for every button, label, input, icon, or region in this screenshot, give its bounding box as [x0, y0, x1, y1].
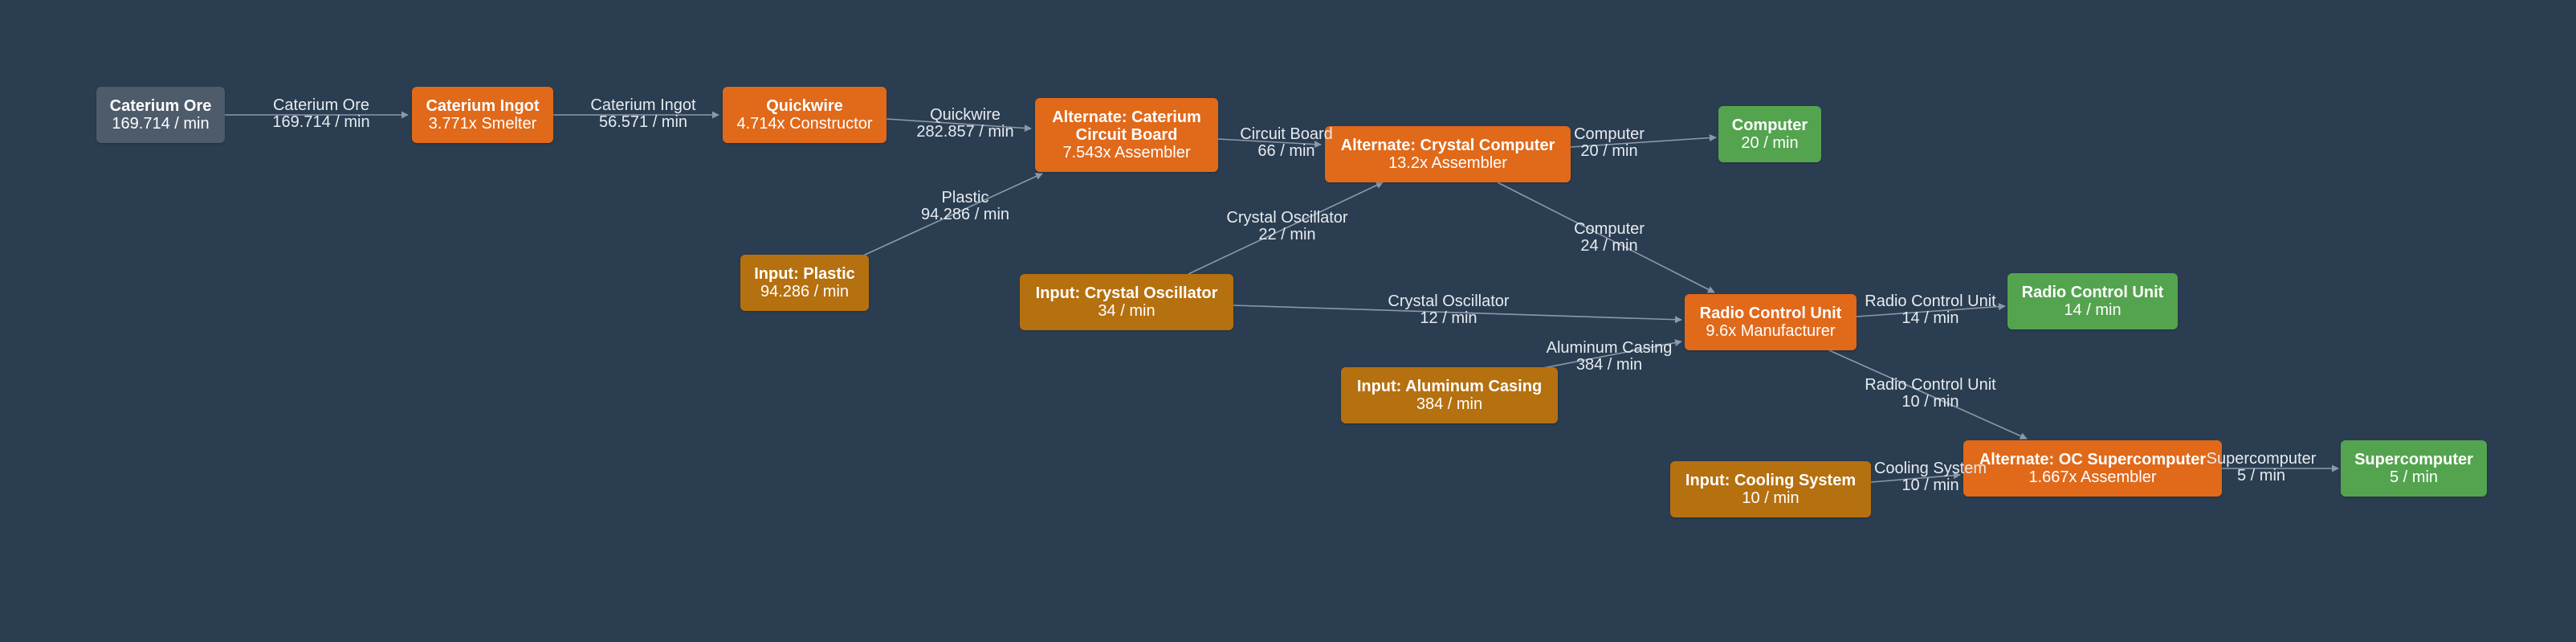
- edge-rate: 169.714 / min: [272, 113, 370, 131]
- edge-arrow-alt-crystal-computer-to-computer-out: [1570, 134, 1717, 148]
- node-subtitle: 10 / min: [1742, 489, 1800, 507]
- node-subtitle: 1.667x Assembler: [2028, 468, 2157, 486]
- edge-arrow-input-cooling-system-to-alt-oc-supercomputer: [1870, 472, 1961, 483]
- node-title: Input: Aluminum Casing: [1356, 378, 1543, 395]
- node-subtitle: 4.714x Constructor: [736, 115, 873, 133]
- edge-rate: 10 / min: [1901, 393, 1959, 411]
- edge-arrow-input-crystal-oscillator-to-alt-crystal-computer: [1188, 182, 1384, 275]
- node-title: Radio Control Unit: [1699, 305, 1842, 322]
- edge-item: Caterium Ingot: [590, 96, 696, 114]
- edge-item: Caterium Ore: [272, 96, 370, 114]
- edge-arrow-alt-caterium-circuit-board-to-alt-crystal-computer: [1217, 138, 1322, 149]
- edge-arrow-input-plastic-to-alt-caterium-circuit-board: [862, 173, 1043, 256]
- edge-rate: 14 / min: [1901, 309, 1959, 327]
- edge-rate: 24 / min: [1580, 237, 1638, 255]
- node-subtitle: 384 / min: [1416, 395, 1483, 413]
- edge-item: Computer: [1574, 125, 1645, 143]
- node-subtitle: 13.2x Assembler: [1388, 154, 1507, 172]
- edge-item: Crystal Oscillator: [1388, 292, 1510, 310]
- node-title: Supercomputer: [2354, 451, 2473, 468]
- node-title: Input: Cooling System: [1685, 472, 1857, 489]
- edge-rate: 12 / min: [1420, 309, 1478, 327]
- edge-rate: 22 / min: [1258, 226, 1316, 243]
- node-subtitle: 169.714 / min: [112, 115, 210, 133]
- node-subtitle: 34 / min: [1098, 302, 1156, 320]
- node-title: Alternate: OC Supercomputer: [1979, 451, 2207, 468]
- edge-arrow-alt-crystal-computer-to-radio-control-unit: [1497, 182, 1715, 293]
- node-subtitle: 7.543x Assembler: [1062, 144, 1191, 162]
- edge-rate: 10 / min: [1901, 476, 1959, 494]
- node-subtitle: 20 / min: [1741, 134, 1799, 152]
- edge-rate: 56.571 / min: [598, 113, 688, 131]
- node-subtitle: 9.6x Manufacturer: [1706, 322, 1836, 340]
- edge-arrow-radio-control-unit-to-radio-control-unit-out: [1856, 303, 2006, 317]
- node-title: Caterium Ore: [109, 97, 212, 115]
- edge-item: Quickwire: [930, 106, 1001, 124]
- node-title: Radio Control Unit: [2021, 284, 2164, 301]
- node-title: Computer: [1731, 117, 1808, 134]
- node-subtitle: 14 / min: [2064, 301, 2122, 319]
- edge-item: Crystal Oscillator: [1226, 209, 1348, 227]
- edge-rate: 94.286 / min: [920, 206, 1010, 223]
- node-subtitle: 5 / min: [2389, 468, 2439, 486]
- node-subtitle: 94.286 / min: [760, 283, 850, 301]
- node-title: Input: Plastic: [754, 265, 855, 283]
- edge-item: Aluminum Casing: [1546, 339, 1673, 357]
- edge-item: Computer: [1574, 220, 1645, 238]
- edge-arrow-radio-control-unit-to-alt-oc-supercomputer: [1828, 350, 2028, 440]
- node-title: Alternate: Crystal Computer: [1340, 137, 1555, 154]
- edge-item: Circuit Board: [1240, 125, 1333, 143]
- edge-item: Supercomputer: [2206, 450, 2317, 468]
- edge-item: Radio Control Unit: [1865, 292, 1996, 310]
- edge-rate: 66 / min: [1257, 142, 1315, 160]
- edge-rate: 282.857 / min: [916, 123, 1014, 141]
- node-title: Alternate: Caterium Circuit Board: [1052, 108, 1201, 144]
- edge-item: Cooling System: [1873, 460, 1987, 477]
- edge-arrow-quickwire-to-alt-caterium-circuit-board: [886, 118, 1032, 132]
- node-subtitle: 3.771x Smelter: [428, 115, 537, 133]
- edge-rate: 5 / min: [2236, 467, 2286, 485]
- edge-arrow-input-crystal-oscillator-to-radio-control-unit: [1233, 305, 1682, 324]
- edge-rate: 20 / min: [1580, 142, 1638, 160]
- node-title: Caterium Ingot: [426, 97, 540, 115]
- node-title: Quickwire: [766, 97, 843, 115]
- node-title: Input: Crystal Oscillator: [1035, 284, 1218, 302]
- edge-item: Plastic: [941, 189, 989, 207]
- edge-rate: 384 / min: [1575, 356, 1643, 374]
- edge-item: Radio Control Unit: [1865, 376, 1996, 394]
